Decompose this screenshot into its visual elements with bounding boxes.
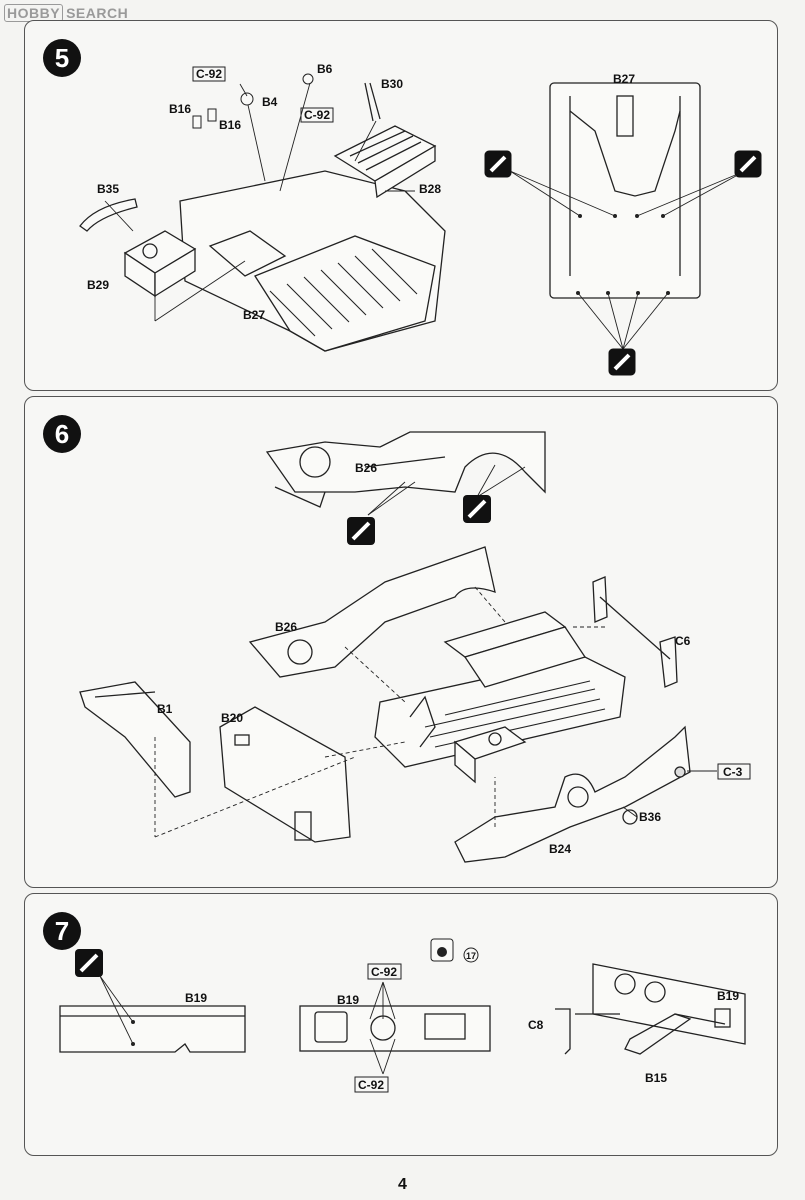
- c92-box: [192, 66, 226, 82]
- c92-box: [354, 1076, 389, 1093]
- part-b29: [123, 230, 197, 298]
- label-b19c: B19: [717, 989, 739, 1003]
- part-b15: [624, 1013, 726, 1055]
- c3-box: [717, 763, 751, 780]
- part-b16a: [192, 115, 202, 129]
- c92-box: [367, 963, 402, 980]
- glue-icon: [734, 150, 762, 178]
- chassis-floor: [374, 611, 626, 768]
- chassis-tank: [453, 726, 527, 784]
- glue-icon: [347, 517, 375, 545]
- part-b28: [333, 125, 437, 199]
- glue-leaders-5: [509, 170, 746, 350]
- part-b26: [248, 546, 496, 678]
- glue-icon: [75, 949, 103, 977]
- label-b24: B24: [549, 842, 571, 856]
- part-b1: [79, 681, 191, 798]
- glue-icon: [608, 348, 636, 376]
- glue-leaders-7: [99, 975, 134, 1045]
- glue-leaders-6: [367, 464, 526, 516]
- part-c8: [555, 1008, 620, 1055]
- label-b26: B26: [275, 620, 297, 634]
- part-b24: [454, 725, 691, 863]
- label-c6: C6: [675, 634, 691, 648]
- step-7-panel: 7: [24, 893, 778, 1156]
- label-b1: B1: [157, 702, 173, 716]
- watermark-suffix: SEARCH: [66, 5, 129, 21]
- part-b6: [302, 73, 314, 85]
- c92-leaders: [369, 981, 396, 1075]
- part-b19-middle: [299, 1005, 491, 1052]
- part-b4: [240, 92, 254, 106]
- paint-icon: [430, 938, 454, 962]
- label-b35: B35: [97, 182, 119, 196]
- label-b16b: B16: [219, 118, 241, 132]
- part-b30: [364, 82, 381, 122]
- floor-underside-b27: [549, 82, 701, 299]
- c92-box: [300, 107, 334, 123]
- label-b6: B6: [317, 62, 333, 76]
- label-b29: B29: [87, 278, 109, 292]
- label-b27: B27: [243, 308, 265, 322]
- seat-frame: [409, 695, 436, 748]
- label-b20: B20: [221, 711, 243, 725]
- step-5-panel: 5: [24, 20, 778, 391]
- step-6-panel: 6: [24, 396, 778, 888]
- label-b28: B28: [419, 182, 441, 196]
- label-c3: C-3: [723, 765, 743, 779]
- part-b19-left: [59, 1005, 246, 1053]
- label-c8: C8: [528, 1018, 544, 1032]
- part-b19-right: [592, 963, 746, 1045]
- glue-icon: [484, 150, 512, 178]
- label-b16a: B16: [169, 102, 191, 116]
- step-5-number: 5: [43, 39, 81, 77]
- part-b16b: [207, 108, 217, 122]
- step-7-number: 7: [43, 912, 81, 950]
- label-b27-right: B27: [613, 72, 635, 86]
- step-6-callout-lines: [622, 770, 717, 818]
- label-b26-top: B26: [355, 461, 377, 475]
- label-b19b: B19: [337, 993, 359, 1007]
- floor-ribs: [269, 248, 418, 337]
- step-6-leader-lines: [154, 586, 605, 838]
- label-b4: B4: [262, 95, 278, 109]
- page-number: 4: [398, 1176, 407, 1193]
- label-b36: B36: [639, 810, 661, 824]
- step-6-diagram: B26 B26 C6 B1 B20 C-3 B36 B24: [79, 431, 751, 863]
- part-b26-top: [265, 431, 546, 508]
- label-c92-bottom: C-92: [358, 1078, 384, 1092]
- label-b30: B30: [381, 77, 403, 91]
- label-c92-top: C-92: [371, 965, 397, 979]
- step-5-diagram: C-92 B6 C-92 B4 B30 B16 B16 B35 B28 B29 …: [79, 62, 762, 376]
- paint-number-circle: [463, 947, 479, 963]
- label-c92b: C-92: [304, 108, 330, 122]
- part-c6: [592, 576, 678, 688]
- step-5-leader-lines: [104, 82, 415, 322]
- step-6-number: 6: [43, 415, 81, 453]
- part-b20: [219, 706, 351, 843]
- label-c92: C-92: [196, 67, 222, 81]
- label-b19a: B19: [185, 991, 207, 1005]
- label-paint-17: 17: [466, 951, 476, 961]
- part-b35: [79, 198, 138, 232]
- label-b15: B15: [645, 1071, 667, 1085]
- floor-pan-b27: [179, 170, 446, 352]
- step-7-diagram: B19 B19 C-92 C-92 17 B19 C8 B15: [59, 938, 746, 1093]
- glue-icon: [463, 495, 491, 523]
